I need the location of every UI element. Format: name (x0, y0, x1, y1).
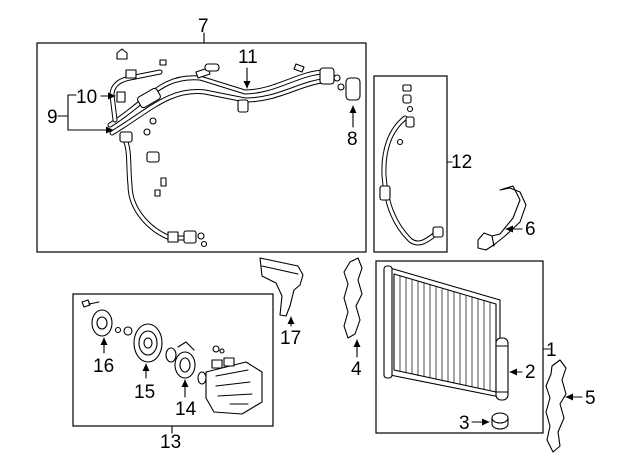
compressor-body (205, 361, 263, 415)
callout-5: 5 (585, 388, 596, 409)
callout-15: 15 (134, 382, 155, 403)
hose-assembly-group: 7 11 10 9 8 (36, 16, 367, 253)
group-box-12 (373, 75, 448, 253)
callout-11: 11 (238, 47, 258, 68)
group-box-1 (375, 260, 544, 434)
callout-4: 4 (351, 359, 362, 380)
condenser-drawing (383, 265, 509, 430)
condenser-group: 1 2 3 (375, 260, 557, 434)
callout-1: 1 (546, 340, 557, 361)
part-2-receiver-drier (495, 337, 509, 401)
callout-2: 2 (525, 362, 536, 383)
compressor-group: 13 16 15 14 (72, 293, 274, 453)
part-4-side-seal: 4 (343, 257, 363, 380)
callout-3: 3 (459, 413, 470, 434)
callout-14: 14 (175, 399, 197, 420)
part-8-valve-cap (345, 77, 361, 101)
liquid-line-drawing (379, 84, 444, 246)
callout-10: 10 (76, 87, 97, 108)
callout-16: 16 (93, 356, 114, 377)
compressor-drawing (81, 299, 263, 415)
callout-17: 17 (280, 328, 301, 349)
callout-6: 6 (525, 219, 536, 240)
liquid-line-group: 12 (373, 75, 472, 253)
part-17-bracket: 17 (259, 257, 304, 349)
callout-8: 8 (347, 129, 358, 150)
group-box-13 (72, 293, 274, 427)
part-5-side-seal: 5 (545, 359, 596, 453)
callout-12: 12 (451, 152, 472, 173)
hose-lines-drawing (107, 48, 361, 248)
callout-13: 13 (160, 432, 181, 453)
part-6-bracket: 6 (477, 185, 536, 251)
callout-9: 9 (47, 107, 58, 128)
part-3-cap (491, 412, 509, 424)
callout-7: 7 (198, 16, 209, 37)
group-box-7 (36, 42, 367, 253)
